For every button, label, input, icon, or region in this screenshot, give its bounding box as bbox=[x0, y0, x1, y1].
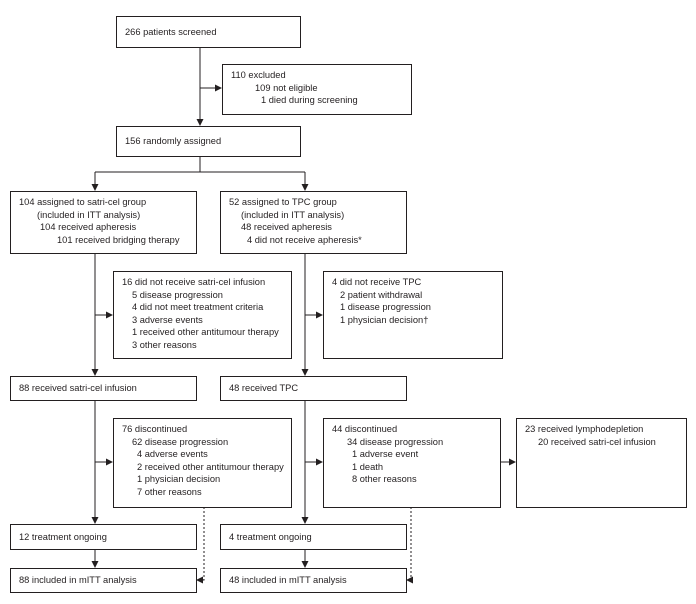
excluded-item: 109 not eligible bbox=[255, 82, 318, 93]
satri-mitt-text: 88 included in mITT analysis bbox=[19, 575, 137, 586]
tpc-received-box: 48 received TPC bbox=[220, 376, 407, 401]
satri-group-line: 101 received bridging therapy bbox=[57, 234, 180, 245]
dotted-tpc-discontinued-to-mitt bbox=[406, 507, 413, 584]
satri-not-infused-item: 3 adverse events bbox=[132, 314, 203, 325]
randomised-box: 156 randomly assigned bbox=[116, 126, 301, 157]
excluded-box: 110 excluded 109 not eligible 1 died dur… bbox=[222, 64, 412, 115]
satri-discontinued-item: 4 adverse events bbox=[137, 449, 208, 460]
tpc-mitt-box: 48 included in mITT analysis bbox=[220, 568, 407, 593]
satri-discontinued-item: 2 received other antitumour therapy bbox=[137, 461, 284, 472]
tpc-discontinued-item: 8 other reasons bbox=[352, 474, 417, 485]
satri-discontinued-item: 7 other reasons bbox=[137, 486, 202, 497]
tpc-not-received-item: 1 physician decision† bbox=[340, 314, 429, 325]
tpc-received-text: 48 received TPC bbox=[229, 383, 299, 394]
tpc-not-received-title: 4 did not receive TPC bbox=[332, 277, 422, 287]
tpc-group-line: (included in ITT analysis) bbox=[241, 209, 345, 220]
tpc-mitt-text: 48 included in mITT analysis bbox=[229, 575, 347, 586]
tpc-group-title: 52 assigned to TPC group bbox=[229, 197, 337, 207]
screened-text: 266 patients screened bbox=[125, 26, 217, 37]
satri-group-line: 104 received apheresis bbox=[40, 222, 137, 233]
dotted-satri-discontinued-to-mitt bbox=[196, 507, 205, 584]
tpc-discontinued-item: 1 death bbox=[352, 461, 384, 472]
tpc-ongoing-text: 4 treatment ongoing bbox=[229, 531, 312, 542]
satri-not-infused-item: 4 did not meet treatment criteria bbox=[132, 302, 264, 313]
excluded-title: 110 excluded bbox=[231, 70, 286, 80]
screened-box: 266 patients screened bbox=[116, 16, 301, 48]
satri-ongoing-box: 12 treatment ongoing bbox=[10, 524, 197, 550]
satri-group-line: (included in ITT analysis) bbox=[37, 209, 141, 220]
randomised-text: 156 randomly assigned bbox=[125, 136, 222, 147]
tpc-not-received-item: 2 patient withdrawal bbox=[340, 289, 423, 300]
tpc-group-line: 4 did not receive apheresis* bbox=[247, 234, 362, 245]
excluded-item: 1 died during screening bbox=[261, 95, 358, 106]
crossover-box: 23 received lymphodepletion 20 received … bbox=[516, 418, 687, 508]
crossover-title: 23 received lymphodepletion bbox=[525, 424, 644, 434]
crossover-item: 20 received satri-cel infusion bbox=[538, 436, 656, 447]
satri-group-box: 104 assigned to satri-cel group (include… bbox=[10, 191, 197, 254]
satri-discontinued-item: 62 disease progression bbox=[132, 436, 229, 447]
satri-discontinued-box: 76 discontinued 62 disease progression 4… bbox=[113, 418, 292, 508]
satri-infused-box: 88 received satri-cel infusion bbox=[10, 376, 197, 401]
satri-discontinued-title: 76 discontinued bbox=[122, 424, 188, 434]
tpc-not-received-item: 1 disease progression bbox=[340, 302, 431, 313]
satri-ongoing-text: 12 treatment ongoing bbox=[19, 531, 107, 542]
satri-not-infused-title: 16 did not receive satri-cel infusion bbox=[122, 277, 266, 287]
satri-mitt-box: 88 included in mITT analysis bbox=[10, 568, 197, 593]
satri-not-infused-item: 1 received other antitumour therapy bbox=[132, 327, 279, 338]
satri-discontinued-item: 1 physician decision bbox=[137, 474, 221, 485]
satri-not-infused-box: 16 did not receive satri-cel infusion 5 … bbox=[113, 271, 292, 359]
tpc-discontinued-box: 44 discontinued 34 disease progression 1… bbox=[323, 418, 501, 508]
tpc-discontinued-item: 1 adverse event bbox=[352, 449, 419, 460]
tpc-group-box: 52 assigned to TPC group (included in IT… bbox=[220, 191, 407, 254]
satri-not-infused-item: 3 other reasons bbox=[132, 339, 197, 350]
tpc-discontinued-item: 34 disease progression bbox=[347, 436, 444, 447]
tpc-ongoing-box: 4 treatment ongoing bbox=[220, 524, 407, 550]
satri-group-title: 104 assigned to satri-cel group bbox=[19, 197, 147, 207]
satri-not-infused-item: 5 disease progression bbox=[132, 289, 223, 300]
tpc-group-line: 48 received apheresis bbox=[241, 222, 332, 233]
satri-infused-text: 88 received satri-cel infusion bbox=[19, 383, 137, 394]
tpc-discontinued-title: 44 discontinued bbox=[332, 424, 398, 434]
tpc-not-received-box: 4 did not receive TPC 2 patient withdraw… bbox=[323, 271, 503, 359]
